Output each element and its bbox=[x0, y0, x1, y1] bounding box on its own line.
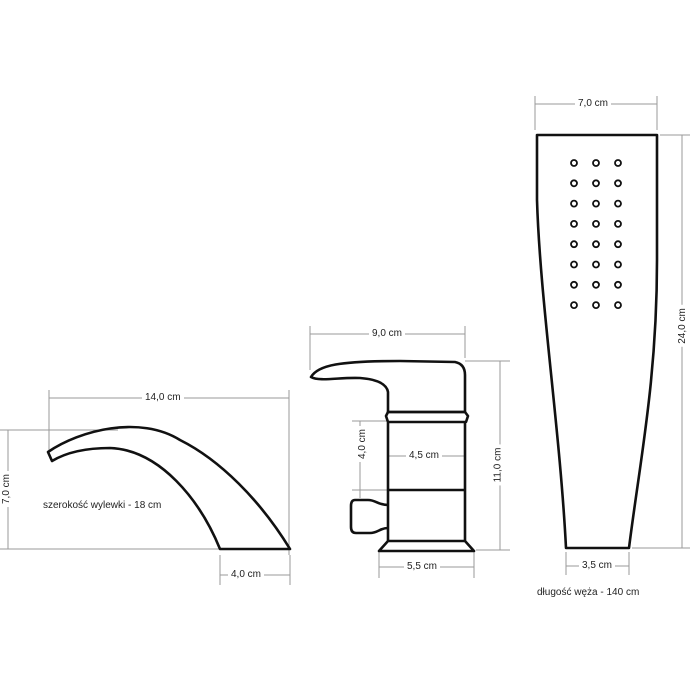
nozzle-dot bbox=[614, 199, 622, 208]
nozzle-dot bbox=[570, 199, 578, 208]
shower-length-label: 24,0 cm bbox=[676, 305, 689, 347]
shower-nozzles bbox=[570, 159, 622, 310]
nozzle-dot bbox=[614, 159, 622, 167]
nozzle-dot bbox=[592, 280, 600, 289]
shower-handle-label: 3,5 cm bbox=[579, 560, 616, 572]
nozzle-dot bbox=[570, 219, 578, 228]
nozzle-dot bbox=[614, 301, 622, 310]
nozzle-dot bbox=[592, 301, 600, 310]
nozzle-dot bbox=[614, 219, 622, 228]
nozzle-dot bbox=[570, 260, 578, 269]
nozzle-dot bbox=[570, 301, 578, 310]
shower-width-label: 7,0 cm bbox=[575, 98, 612, 110]
mixer-height-label: 11,0 cm bbox=[492, 444, 505, 486]
spout-base-label: 4,0 cm bbox=[228, 569, 265, 581]
nozzle-dot bbox=[614, 179, 622, 188]
nozzle-dot bbox=[570, 179, 578, 188]
nozzle-dot bbox=[614, 260, 622, 269]
mixer-width-label: 9,0 cm bbox=[369, 328, 406, 340]
spout-dimensions bbox=[0, 390, 291, 585]
shower-head-outline bbox=[535, 133, 659, 550]
mixer-base-label: 5,5 cm bbox=[404, 561, 441, 573]
nozzle-dot bbox=[592, 219, 600, 228]
mixer-outline bbox=[309, 359, 476, 553]
nozzle-dot bbox=[592, 179, 600, 188]
spout-note: szerokość wylewki - 18 cm bbox=[43, 500, 162, 511]
mixer-body-width-label: 4,5 cm bbox=[406, 450, 443, 462]
shower-dimensions bbox=[534, 96, 690, 575]
nozzle-dot bbox=[614, 240, 622, 249]
nozzle-dot bbox=[592, 159, 600, 167]
nozzle-dot bbox=[570, 159, 578, 167]
nozzle-dot bbox=[592, 240, 600, 249]
hose-length-note: długość węża - 140 cm bbox=[534, 587, 643, 599]
nozzle-dot bbox=[614, 280, 622, 289]
spout-width-label: 14,0 cm bbox=[142, 392, 184, 404]
spout-height-label: 7,0 cm bbox=[1, 470, 14, 508]
spout-outline bbox=[46, 425, 292, 551]
nozzle-dot bbox=[592, 199, 600, 208]
mixer-body-height-label: 4,0 cm bbox=[357, 425, 370, 463]
nozzle-dot bbox=[570, 280, 578, 289]
nozzle-dot bbox=[570, 240, 578, 249]
nozzle-dot bbox=[592, 260, 600, 269]
